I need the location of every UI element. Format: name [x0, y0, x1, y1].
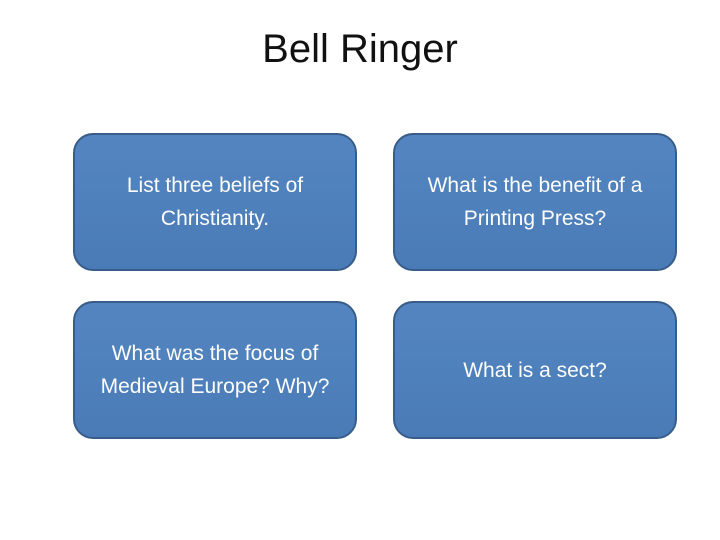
- question-line: What was the focus of: [111, 342, 319, 365]
- question-line: List three beliefs of: [126, 174, 304, 197]
- question-line: Medieval Europe? Why?: [100, 375, 330, 398]
- question-box-printing-press: What is the benefit of a Printing Press?: [393, 133, 677, 271]
- question-box-sect: What is a sect?: [393, 301, 677, 439]
- slide-title: Bell Ringer: [262, 27, 458, 71]
- question-line: What is a sect?: [463, 358, 607, 382]
- question-line: What is the benefit of a: [427, 174, 643, 197]
- question-line: Christianity.: [160, 207, 270, 230]
- question-box-christianity: List three beliefs of Christianity.: [73, 133, 357, 271]
- question-box-medieval-europe: What was the focus of Medieval Europe? W…: [73, 301, 357, 439]
- question-line: Printing Press?: [463, 207, 607, 230]
